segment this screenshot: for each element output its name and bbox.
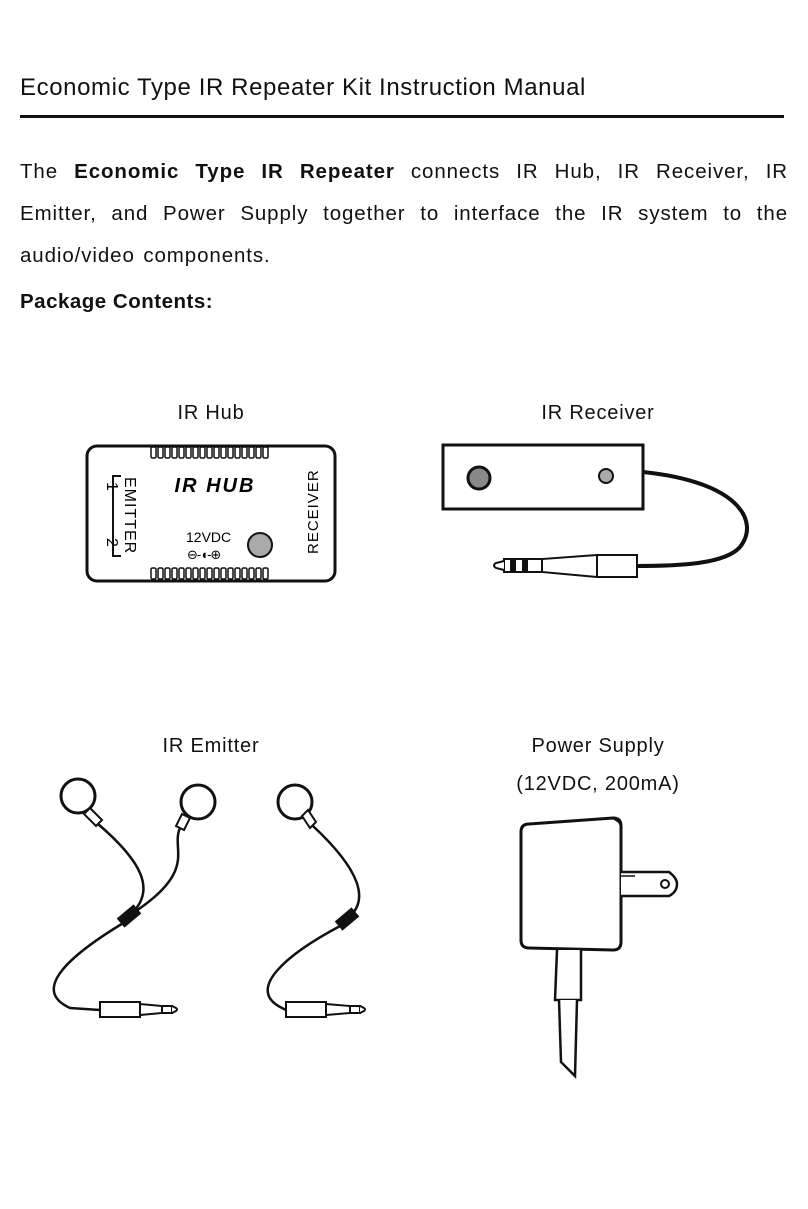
emitter-plug-body [139, 1002, 163, 1017]
emitter-plug-tip [349, 1005, 361, 1014]
power-supply-spec: (12VDC, 200mA) [516, 773, 680, 795]
vent-slot [185, 446, 192, 459]
vent-slot [241, 567, 248, 580]
intro-paragraph: The Economic Type IR Repeater connects I… [20, 151, 788, 277]
adapter-strain-relief [553, 949, 583, 1002]
package-contents-heading: Package Contents: [20, 290, 214, 313]
emitter-set-1 [52, 777, 217, 1018]
power-supply-caption: Power Supply [531, 735, 665, 757]
vent-slot [213, 567, 220, 580]
hub-receiver-label: RECEIVER [305, 469, 322, 554]
hub-body [85, 444, 337, 583]
vent-slot [220, 567, 227, 580]
emitter-bulb [59, 777, 97, 815]
vent-slot [157, 446, 164, 459]
ir-emitter-caption: IR Emitter [162, 735, 260, 757]
vent-slot [199, 567, 206, 580]
emitter-neck [82, 806, 104, 828]
vent-slot [157, 567, 164, 580]
hub-emitter-label: EMITTER [121, 477, 138, 554]
vent-slot [248, 567, 255, 580]
adapter-cable [557, 999, 579, 1079]
vent-slot [206, 446, 213, 459]
hub-polarity-symbol: ⊖-◖-⊕ [187, 547, 220, 562]
hub-vents-bottom [150, 567, 269, 580]
vent-slot [164, 446, 171, 459]
receiver-sensor [466, 465, 492, 491]
adapter-edge [612, 817, 622, 827]
vent-slot [241, 446, 248, 459]
intro-product-name: Economic Type IR Repeater [74, 160, 395, 183]
vent-slot [150, 567, 157, 580]
vent-slot [255, 446, 262, 459]
emitter-plug-tip [161, 1005, 173, 1014]
emitter-plug-grip [99, 1001, 141, 1018]
emitter-cable [97, 823, 145, 916]
ir-hub-caption: IR Hub [177, 402, 245, 424]
emitter-set-2 [266, 783, 366, 1018]
prong-hole [660, 879, 670, 889]
emitter-cable [266, 923, 343, 1012]
vent-slot [255, 567, 262, 580]
hub-power-label: 12VDC [186, 529, 231, 545]
hub-brand-label: IR HUB [175, 475, 256, 497]
vent-slot [234, 446, 241, 459]
emitter-cable [312, 825, 361, 919]
vent-slot [227, 446, 234, 459]
vent-slot [262, 446, 269, 459]
ir-receiver-caption: IR Receiver [541, 402, 655, 424]
hub-port-1-label: 1 [103, 482, 120, 491]
emitter-plug-point [359, 1005, 366, 1014]
hub-vents-top [150, 446, 269, 459]
title-divider [20, 115, 784, 118]
power-supply-illustration [519, 816, 679, 1079]
page-title: Economic Type IR Repeater Kit Instructio… [20, 74, 586, 101]
vent-slot [248, 446, 255, 459]
hub-power-jack [247, 532, 273, 558]
receiver-plug-point [493, 560, 505, 571]
vent-slot [178, 567, 185, 580]
emitter-cable [129, 827, 182, 917]
receiver-plug-ring [522, 559, 528, 572]
emitter-plug-point [171, 1005, 178, 1014]
vent-slot [150, 446, 157, 459]
emitter-bulb [179, 783, 217, 821]
vent-slot [213, 446, 220, 459]
receiver-plug-ring [510, 559, 516, 572]
receiver-plug-body [541, 553, 598, 579]
receiver-cable [635, 470, 749, 568]
intro-prefix: The [20, 160, 75, 183]
vent-slot [227, 567, 234, 580]
ir-hub-illustration: IR HUB EMITTER 1 2 RECEIVER 12VDC ⊖-◖-⊕ [85, 444, 337, 583]
adapter-prong [621, 870, 679, 898]
vent-slot [234, 567, 241, 580]
adapter-body [519, 816, 623, 952]
vent-slot [164, 567, 171, 580]
vent-slot [206, 567, 213, 580]
ir-receiver-illustration [441, 443, 749, 579]
vent-slot [192, 567, 199, 580]
emitter-bracket [112, 475, 121, 557]
emitter-plug-grip [285, 1001, 327, 1018]
vent-slot [199, 446, 206, 459]
receiver-plug-grip [596, 554, 638, 578]
emitter-plug-body [325, 1002, 351, 1017]
emitter-neck [300, 808, 318, 830]
receiver-led [598, 468, 614, 484]
vent-slot [185, 567, 192, 580]
vent-slot [171, 567, 178, 580]
vent-slot [262, 567, 269, 580]
vent-slot [178, 446, 185, 459]
vent-slot [171, 446, 178, 459]
intro-suffix: connects IR Hub, IR Receiver, IR Emitter… [20, 160, 788, 267]
emitter-neck [174, 812, 192, 832]
ir-emitter-illustration [52, 777, 366, 1018]
emitter-cable [52, 920, 126, 1012]
hub-port-2-label: 2 [103, 538, 120, 547]
vent-slot [192, 446, 199, 459]
vent-slot [220, 446, 227, 459]
emitter-bulb [276, 783, 314, 821]
